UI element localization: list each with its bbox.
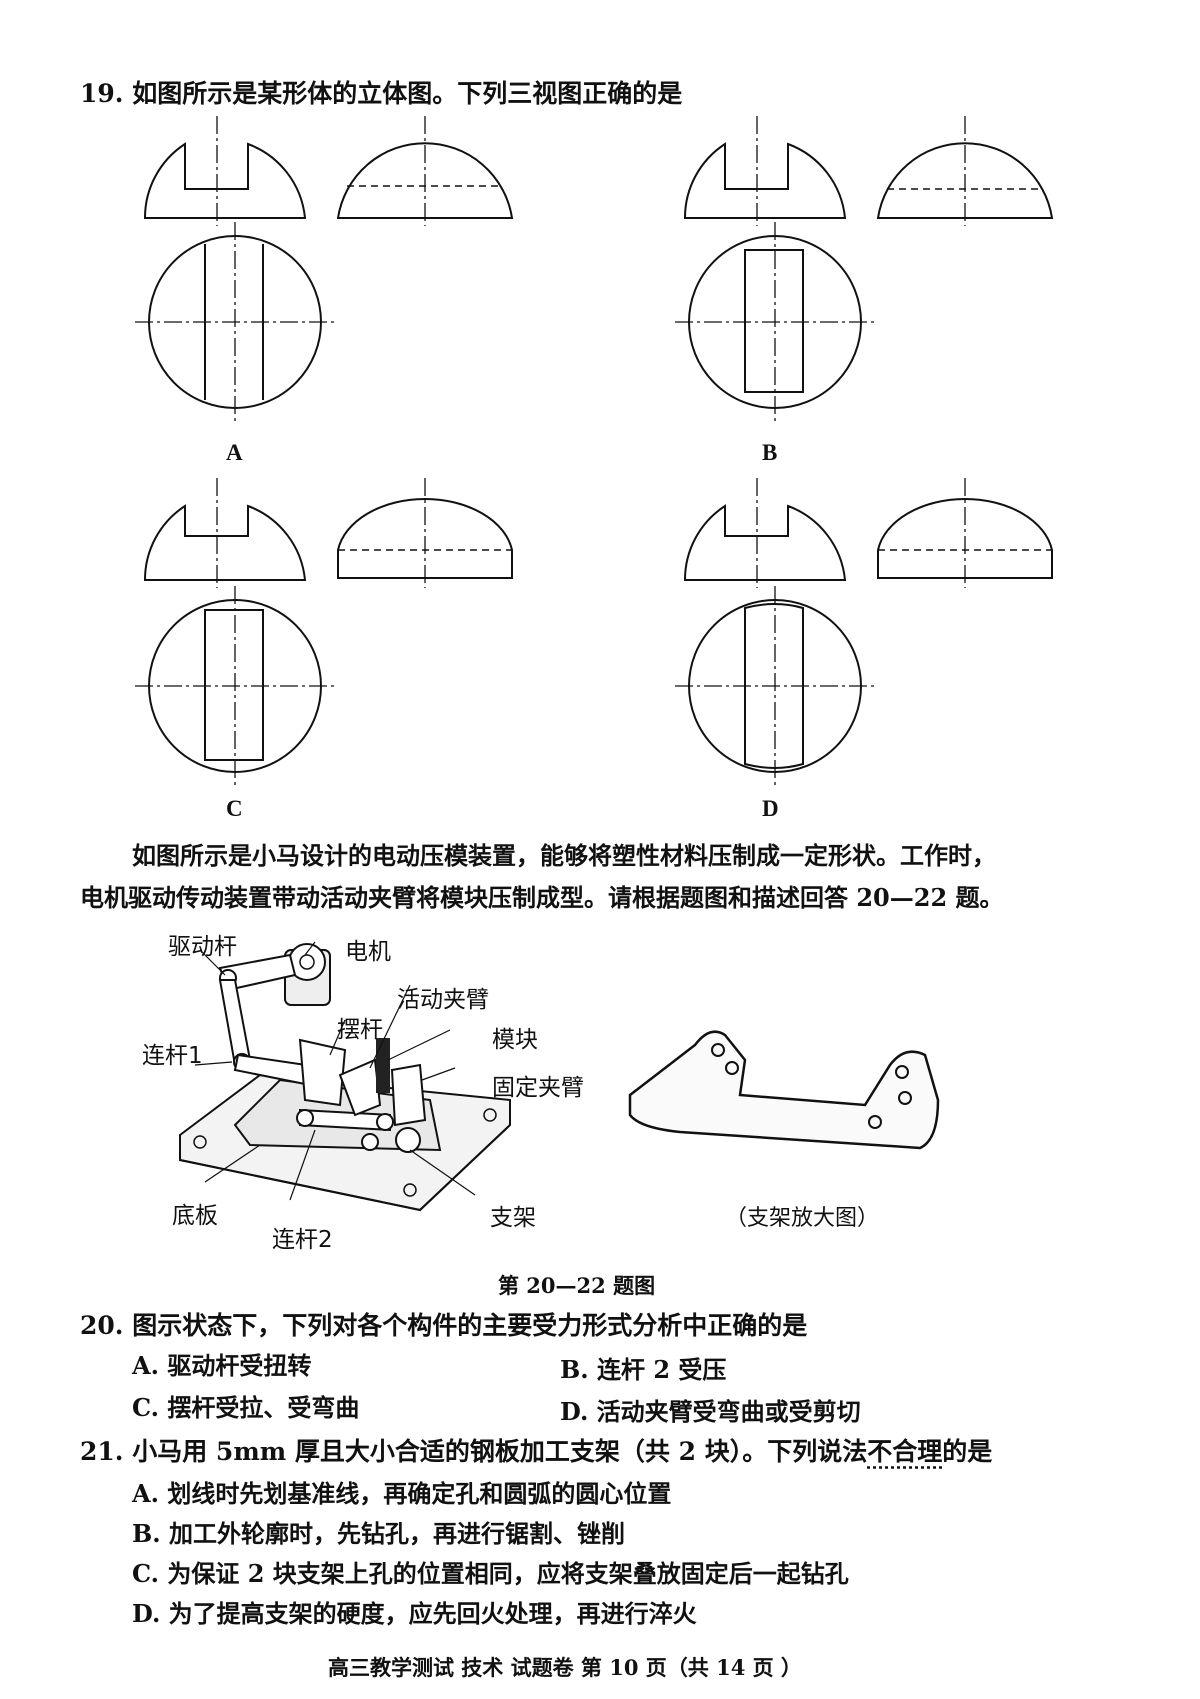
callout-link2: 连杆2: [272, 1227, 333, 1253]
q19-option-d-front-view: [683, 478, 847, 588]
callout-drive-rod: 驱动杆: [168, 934, 237, 960]
q19-option-a-front-view: [143, 116, 307, 226]
intro-line-1: 如图所示是小马设计的电动压模装置，能够将塑性材料压制成一定形状。工作时，: [132, 841, 996, 870]
q21-stem: 21. 小马用 5mm 厚且大小合适的钢板加工支架（共 2 块）。下列说法不合理…: [80, 1437, 993, 1466]
callout-link1: 连杆1: [142, 1043, 203, 1069]
q20-option-b[interactable]: B. 连杆 2 受压: [560, 1355, 727, 1384]
q19-option-b-top-view: [675, 222, 875, 422]
q21-option-b[interactable]: B. 加工外轮廓时，先钻孔，再进行锯割、锉削: [132, 1519, 625, 1548]
q19-option-d-label[interactable]: D: [762, 796, 779, 821]
q19-option-c-side-view: [337, 478, 513, 588]
q21-option-c[interactable]: C. 为保证 2 块支架上孔的位置相同，应将支架叠放固定后一起钻孔: [132, 1559, 849, 1588]
bracket-enlarged-caption: （支架放大图）: [725, 1206, 880, 1231]
q20-option-c[interactable]: C. 摆杆受拉、受弯曲: [132, 1393, 360, 1422]
bracket-enlarged-figure: [628, 1030, 940, 1150]
q19-option-b-label[interactable]: B: [762, 440, 778, 465]
q20-option-d[interactable]: D. 活动夹臂受弯曲或受剪切: [560, 1397, 861, 1426]
q19-option-c-label[interactable]: C: [226, 796, 243, 821]
intro-line-2: 电机驱动传动装置带动活动夹臂将模块压制成型。请根据题图和描述回答 20—22 题…: [80, 883, 1004, 912]
q19-option-b-front-view: [683, 116, 847, 226]
q21-option-a[interactable]: A. 划线时先划基准线，再确定孔和圆弧的圆心位置: [132, 1479, 672, 1508]
callout-base: 底板: [172, 1203, 218, 1229]
q21-option-d[interactable]: D. 为了提高支架的硬度，应先回火处理，再进行淬火: [132, 1599, 697, 1628]
callout-active-arm: 活动夹臂: [397, 987, 489, 1013]
q19-option-a-side-view: [336, 116, 514, 226]
q19-option-c-front-view: [143, 478, 307, 588]
q21-emphasis: 不合理: [867, 1437, 943, 1466]
q19-option-a-label[interactable]: A: [226, 440, 243, 465]
q19-option-d-top-view: [675, 586, 875, 786]
q19-option-d-side-view: [877, 478, 1053, 588]
press-mechanism-figure: [179, 941, 511, 1212]
page-footer: 高三教学测试 技术 试题卷 第 10 页（共 14 页 ）: [328, 1655, 802, 1680]
callout-module: 模块: [492, 1027, 538, 1053]
q19-stem: 19. 如图所示是某形体的立体图。下列三视图正确的是: [80, 79, 683, 108]
q19-option-a-top-view: [135, 222, 335, 422]
q20-stem: 20. 图示状态下，下列对各个构件的主要受力形式分析中正确的是: [80, 1311, 808, 1340]
callout-bracket: 支架: [490, 1205, 536, 1231]
callout-motor: 电机: [345, 939, 391, 965]
callout-fixed-arm: 固定夹臂: [492, 1075, 584, 1101]
q19-option-c-top-view: [135, 586, 335, 786]
q19-option-b-side-view: [876, 116, 1054, 226]
figure-caption: 第 20—22 题图: [498, 1273, 656, 1298]
q20-option-a[interactable]: A. 驱动杆受扭转: [132, 1351, 312, 1380]
callout-swing-rod: 摆杆: [337, 1017, 383, 1043]
